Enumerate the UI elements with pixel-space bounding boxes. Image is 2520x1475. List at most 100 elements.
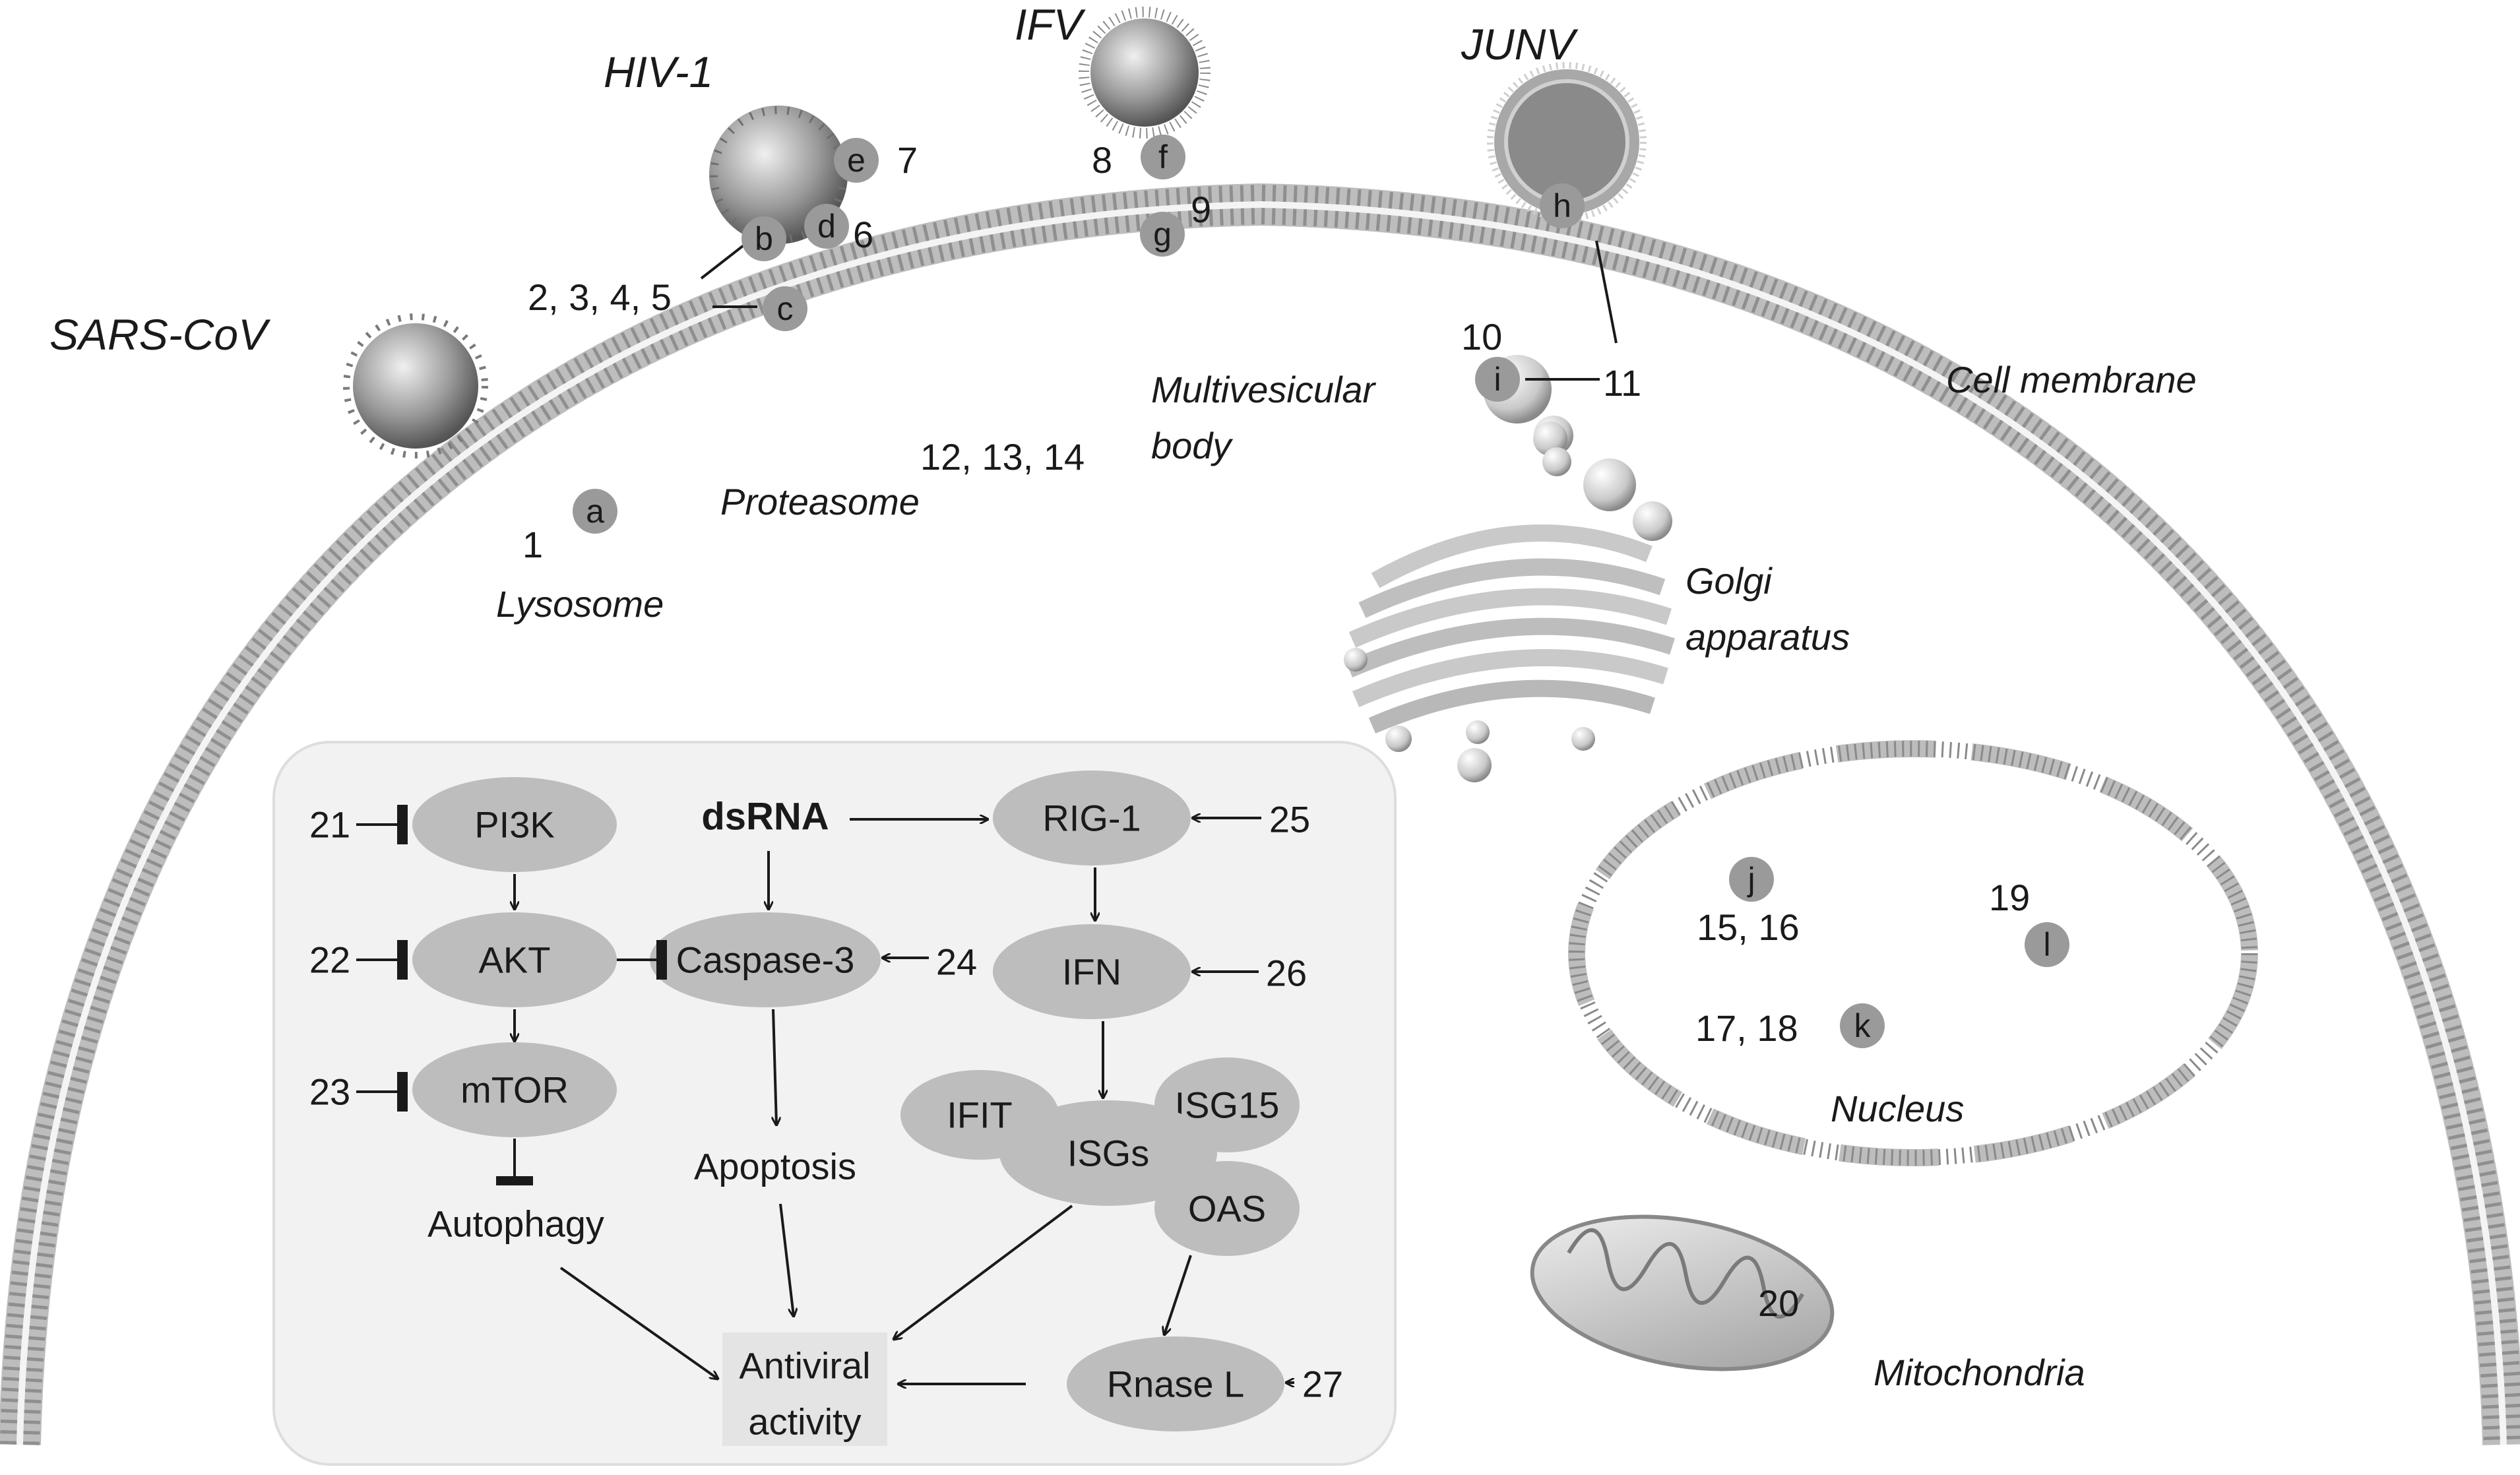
num-22: 22 bbox=[309, 939, 350, 981]
num-11: 11 bbox=[1603, 362, 1641, 404]
badge-i-label: i bbox=[1494, 361, 1501, 398]
sars-cov-virion bbox=[343, 313, 488, 458]
node-isg15-label: ISG15 bbox=[1175, 1084, 1280, 1126]
node-rig1-label: RIG-1 bbox=[1042, 798, 1141, 839]
inhibit-21-pi3k bbox=[356, 805, 408, 844]
node-akt: AKT bbox=[412, 912, 617, 1007]
label-cell-membrane: Cell membrane bbox=[1946, 359, 2197, 400]
node-akt-label: AKT bbox=[479, 939, 551, 981]
num-19: 19 bbox=[1989, 877, 2030, 918]
badge-j-label: j bbox=[1746, 861, 1755, 898]
label-golgi: Golgi bbox=[1685, 560, 1773, 602]
nucleus-envelope bbox=[1568, 740, 2258, 1166]
ifv-virion bbox=[1079, 7, 1211, 139]
num-20: 20 bbox=[1758, 1282, 1799, 1324]
node-oas-label: OAS bbox=[1188, 1188, 1266, 1230]
badge-j: j bbox=[1729, 857, 1774, 902]
badge-l-label: l bbox=[2043, 926, 2050, 963]
badge-h-label: h bbox=[1553, 187, 1571, 224]
num-7: 7 bbox=[897, 139, 918, 181]
inhibit-mtor-autophagy bbox=[496, 1139, 533, 1185]
junv-virion bbox=[1487, 62, 1647, 222]
label-mvb-body: body bbox=[1151, 425, 1233, 466]
badge-a: a bbox=[573, 489, 617, 534]
num-27: 27 bbox=[1302, 1364, 1343, 1405]
node-ifn-label: IFN bbox=[1062, 951, 1121, 993]
label-sars-cov: SARS-CoV bbox=[49, 310, 271, 359]
num-10: 10 bbox=[1461, 316, 1502, 358]
badge-c: c bbox=[763, 286, 807, 331]
arrow-caspase3-apoptosis bbox=[773, 1009, 776, 1125]
node-caspase3-label: Caspase-3 bbox=[676, 939, 855, 981]
badge-l: l bbox=[2025, 922, 2069, 967]
badge-a-label: a bbox=[586, 493, 604, 530]
node-oas: OAS bbox=[1154, 1161, 1300, 1256]
label-proteasome: Proteasome bbox=[720, 481, 920, 522]
badge-g-label: g bbox=[1153, 216, 1172, 253]
node-isgs-label: ISGs bbox=[1067, 1133, 1149, 1174]
text-layer: SARS-CoV HIV-1 IFV JUNV Cell membrane Mu… bbox=[49, 0, 2197, 1393]
label-lysosome: Lysosome bbox=[496, 583, 664, 625]
label-activity: activity bbox=[748, 1401, 861, 1443]
node-antiviral-activity: Antiviral activity bbox=[722, 1333, 887, 1446]
num-21: 21 bbox=[309, 804, 350, 846]
node-pi3k: PI3K bbox=[412, 777, 617, 872]
badge-i: i bbox=[1475, 357, 1520, 402]
label-nucleus: Nucleus bbox=[1831, 1088, 1964, 1129]
label-hiv-1: HIV-1 bbox=[604, 47, 713, 96]
num-25: 25 bbox=[1269, 799, 1310, 840]
node-caspase3: Caspase-3 bbox=[650, 912, 881, 1007]
badge-c-label: c bbox=[777, 290, 794, 327]
label-antiviral: Antiviral bbox=[739, 1345, 870, 1387]
num-6: 6 bbox=[853, 214, 873, 255]
badge-g: g bbox=[1140, 212, 1185, 257]
label-ifv: IFV bbox=[1015, 0, 1087, 49]
node-pi3k-label: PI3K bbox=[474, 804, 554, 846]
num-17-18: 17, 18 bbox=[1695, 1007, 1798, 1049]
num-9: 9 bbox=[1191, 189, 1211, 230]
node-rnasel-label: Rnase L bbox=[1107, 1364, 1245, 1405]
golgi-apparatus bbox=[1345, 524, 1675, 734]
arrow-isgs-antiviral bbox=[894, 1205, 1073, 1339]
num-8: 8 bbox=[1092, 139, 1112, 181]
arrow-apoptosis-antiviral bbox=[779, 1203, 794, 1316]
node-mtor: mTOR bbox=[412, 1042, 617, 1137]
badge-e: e bbox=[834, 138, 879, 183]
badge-b-label: b bbox=[755, 220, 773, 257]
badge-f: f bbox=[1141, 135, 1185, 179]
label-apoptosis: Apoptosis bbox=[694, 1146, 856, 1187]
num-26: 26 bbox=[1266, 953, 1307, 994]
inhibit-23-mtor bbox=[356, 1072, 408, 1112]
badge-d-label: d bbox=[817, 208, 836, 245]
node-isgs: ISGs bbox=[999, 1100, 1217, 1206]
signaling-pathway: PI3KAKTmTORAutophagydsRNACaspase-3Apopto… bbox=[309, 770, 1343, 1446]
num-2-5: 2, 3, 4, 5 bbox=[528, 276, 672, 318]
num-1: 1 bbox=[522, 524, 543, 565]
num-12-14: 12, 13, 14 bbox=[920, 436, 1085, 478]
mitochondria-organelle bbox=[1530, 1214, 1835, 1371]
node-ifn: IFN bbox=[993, 924, 1191, 1019]
badge-f-label: f bbox=[1158, 139, 1168, 175]
label-dsrna: dsRNA bbox=[701, 796, 829, 838]
node-mtor-label: mTOR bbox=[460, 1069, 569, 1111]
badge-d: d bbox=[804, 204, 849, 249]
badge-e-label: e bbox=[847, 142, 866, 179]
badge-layer: a bc de f g h i j k l bbox=[573, 135, 2069, 1048]
golgi-vesicles bbox=[1344, 501, 1672, 782]
label-apparatus: apparatus bbox=[1685, 616, 1850, 658]
label-junv: JUNV bbox=[1461, 20, 1579, 69]
arrow-oas-rnasel bbox=[1164, 1255, 1192, 1334]
badge-b: b bbox=[741, 216, 786, 261]
num-15-16: 15, 16 bbox=[1697, 906, 1800, 948]
num-24: 24 bbox=[936, 941, 977, 983]
arrow-autophagy-antiviral bbox=[559, 1267, 718, 1379]
badge-k-label: k bbox=[1854, 1007, 1872, 1044]
badge-h: h bbox=[1540, 183, 1585, 228]
label-mitochondria: Mitochondria bbox=[1874, 1352, 2085, 1393]
node-ifit-label: IFIT bbox=[947, 1094, 1013, 1136]
badge-k: k bbox=[1840, 1003, 1885, 1048]
num-23: 23 bbox=[309, 1071, 350, 1113]
inhibit-akt-caspase3 bbox=[617, 940, 667, 980]
